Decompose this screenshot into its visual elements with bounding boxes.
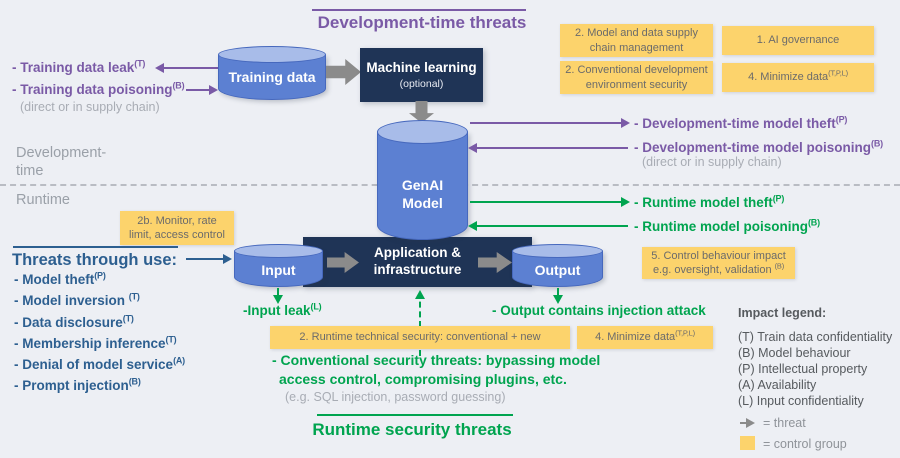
application-label-line1: Application & xyxy=(374,245,461,261)
threat-denial-of-service: - Denial of model service(A) xyxy=(14,355,185,372)
dev-model-poisoning-arrow xyxy=(468,142,628,153)
input-leak-threat: -Input leak(L) xyxy=(243,301,322,318)
machine-learning-label: Machine learning xyxy=(366,60,477,76)
legend-control-group-swatch xyxy=(740,436,755,450)
threat-prompt-injection: - Prompt injection(B) xyxy=(14,376,141,393)
conventional-threats-arrow xyxy=(414,290,425,356)
threat-data-disclosure: - Data disclosure(T) xyxy=(14,313,134,330)
legend-item-model-behaviour: (B) Model behaviour xyxy=(738,346,851,360)
impact-legend-title: Impact legend: xyxy=(738,306,827,320)
training-data-poisoning-threat: - Training data poisoning(B) xyxy=(12,80,185,97)
machine-learning-box: Machine learning (optional) xyxy=(360,48,483,102)
dev-threats-header: Development-time threats xyxy=(317,13,527,32)
genai-model-cylinder-body xyxy=(377,132,468,240)
legend-item-intellectual-property: (P) Intellectual property xyxy=(738,362,868,376)
legend-item-availability: (A) Availability xyxy=(738,378,817,392)
threat-model-theft: - Model theft(P) xyxy=(14,270,106,287)
threats-through-use-header: Threats through use: xyxy=(12,251,178,269)
dev-model-poisoning-note: (direct or in supply chain) xyxy=(642,155,782,169)
input-cylinder-top xyxy=(234,244,323,258)
input-cylinder: Input xyxy=(234,244,323,287)
flow-chevron-training-to-ml xyxy=(326,59,361,85)
output-cylinder-top xyxy=(512,244,603,258)
control-monitor-rate-limit: 2b. Monitor, rate limit, access control xyxy=(120,211,234,245)
input-label: Input xyxy=(261,262,296,278)
output-injection-threat: - Output contains injection attack xyxy=(492,303,706,318)
training-data-label: Training data xyxy=(228,69,316,85)
dev-model-poisoning-threat: - Development-time model poisoning(B) xyxy=(634,138,883,155)
output-injection-arrow xyxy=(552,288,563,304)
conventional-threats-line2: access control, compromising plugins, et… xyxy=(279,371,567,387)
runtime-threats-header: Runtime security threats xyxy=(312,420,512,439)
control-minimize-data-runtime: 4. Minimize data(T,P,L) xyxy=(577,326,713,349)
conventional-threats-note: (e.g. SQL injection, password guessing) xyxy=(285,390,506,404)
legend-threat-arrow-icon xyxy=(740,417,755,428)
threat-membership-inference: - Membership inference(T) xyxy=(14,334,177,351)
runtime-model-theft-arrow xyxy=(470,196,630,207)
dev-model-theft-threat: - Development-time model theft(P) xyxy=(634,114,848,131)
threats-through-use-overline xyxy=(13,246,178,248)
control-supply-chain-management: 2. Model and data supply chain managemen… xyxy=(560,24,713,57)
phase-label-development-time-line2: time xyxy=(16,163,44,179)
input-leak-arrow xyxy=(272,288,283,304)
training-data-poisoning-arrow xyxy=(186,84,218,95)
threats-through-use-arrow xyxy=(186,253,232,264)
control-dev-environment-security: 2. Conventional development environment … xyxy=(560,61,713,94)
conventional-threats-line1: - Conventional security threats: bypassi… xyxy=(272,352,601,368)
runtime-model-theft-threat: - Runtime model theft(P) xyxy=(634,193,785,210)
dev-threats-overline xyxy=(312,9,526,11)
control-ai-governance: 1. AI governance xyxy=(722,26,874,55)
runtime-model-poisoning-threat: - Runtime model poisoning(B) xyxy=(634,217,820,234)
machine-learning-optional-label: (optional) xyxy=(399,77,444,90)
output-label: Output xyxy=(534,262,581,278)
output-cylinder: Output xyxy=(512,244,603,287)
genai-model-cylinder-top xyxy=(377,120,468,144)
threat-model-inversion: - Model inversion (T) xyxy=(14,291,140,308)
training-data-leak-threat: - Training data leak(T) xyxy=(12,58,146,75)
phase-label-runtime: Runtime xyxy=(16,192,70,208)
legend-control-group-label: = control group xyxy=(763,437,847,451)
training-data-cylinder: Training data xyxy=(218,46,326,100)
control-minimize-data-dev: 4. Minimize data(T,P,L) xyxy=(722,63,874,92)
control-runtime-technical-security: 2. Runtime technical security: conventio… xyxy=(270,326,570,349)
dev-model-theft-arrow xyxy=(470,117,630,128)
runtime-model-poisoning-arrow xyxy=(468,220,628,231)
training-data-leak-arrow xyxy=(155,62,218,73)
legend-item-input-confidentiality: (L) Input confidentiality xyxy=(738,394,864,408)
phase-label-development-time-line1: Development- xyxy=(16,145,107,161)
application-label-line2: infrastructure xyxy=(373,262,462,277)
training-poisoning-note: (direct or in supply chain) xyxy=(20,100,160,114)
legend-item-train-data: (T) Train data confidentiality xyxy=(738,330,893,344)
training-data-cylinder-top xyxy=(218,46,326,63)
runtime-threats-overline xyxy=(317,414,513,416)
legend-threat-label: = threat xyxy=(763,416,806,430)
